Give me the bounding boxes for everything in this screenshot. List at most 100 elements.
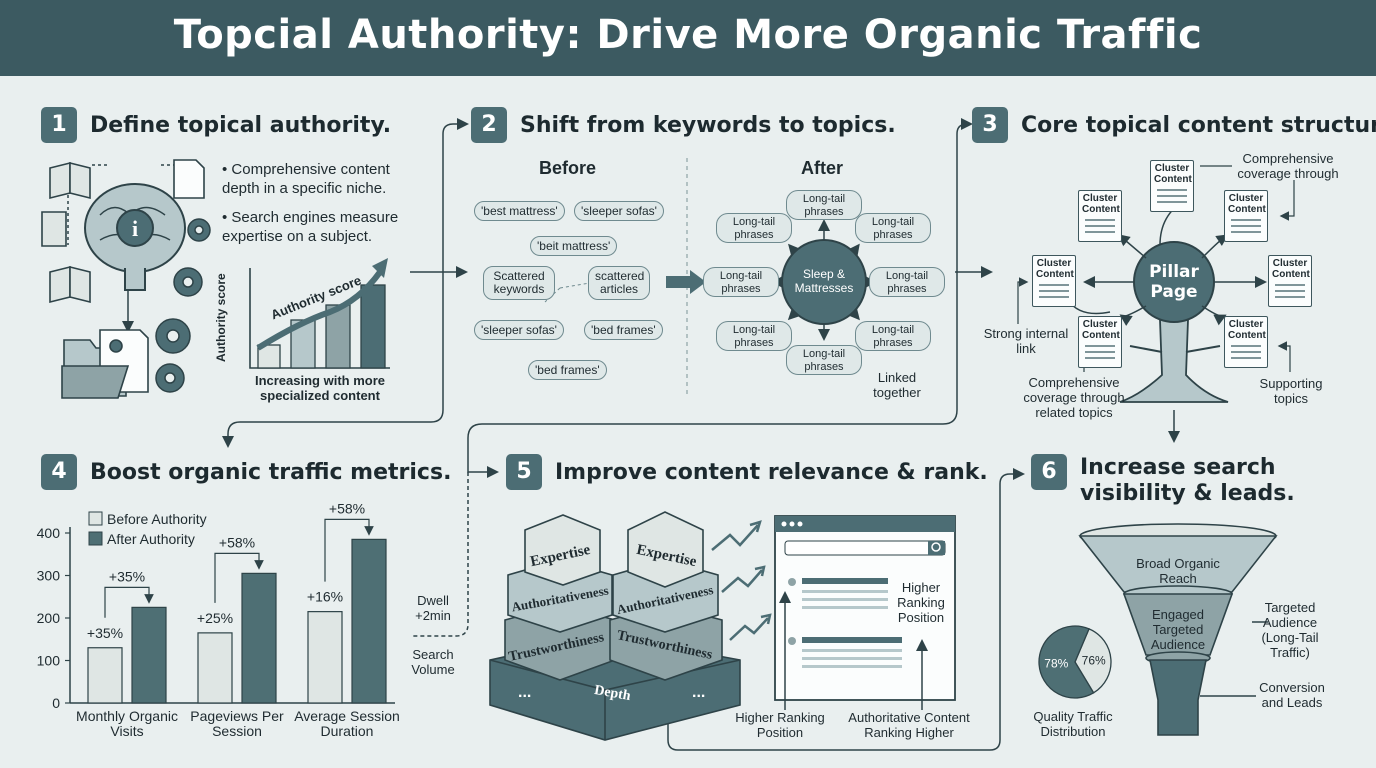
cluster-doc-label: Cluster Content: [1036, 258, 1074, 280]
bullet-1-text: Comprehensive content depth in a specifi…: [222, 161, 390, 197]
ranking-position-label: Higher Ranking Position: [897, 580, 945, 625]
authority-caption: Increasing with more specialized content: [254, 373, 386, 403]
keyword-pill: 'sleeper sofas': [574, 201, 664, 221]
y-tick-label: 0: [52, 695, 60, 711]
keyword-pill: 'bed frames': [528, 360, 607, 380]
internal-link-note: Strong internal link: [983, 326, 1069, 356]
funnel: [1078, 523, 1278, 736]
bar-change-label: +25%: [197, 610, 233, 626]
folder-icon: [61, 329, 149, 399]
pyramid-blocks: [489, 511, 741, 741]
y-tick-label: 400: [37, 525, 61, 541]
scattered-articles-pill: scattered articles: [588, 266, 650, 300]
cluster-doc-label: Cluster Content: [1272, 258, 1310, 280]
bullet-2: • Search engines measure expertise on a …: [222, 209, 399, 245]
x-category-label: Average Session: [294, 708, 400, 724]
linked-label: Linked together: [873, 370, 921, 400]
page-title: Topcial Authority: Drive More Organic Tr…: [173, 12, 1203, 58]
hub-circle: [781, 239, 867, 325]
supporting-topics-note: Supporting topics: [1259, 376, 1323, 406]
step-6-heading: Increase search visibility & leads.: [1080, 455, 1295, 506]
y-tick-label: 100: [37, 653, 61, 669]
hub-label: Sleep & Mattresses: [794, 267, 854, 295]
pillar-page-label: Pillar Page: [1149, 262, 1199, 302]
step-2-heading: Shift from keywords to topics.: [520, 113, 896, 138]
longtail-pill: Long-tail phrases: [855, 213, 931, 243]
block-dots: ...: [518, 684, 532, 701]
keyword-pill: 'best mattress': [474, 201, 565, 221]
change-label: +58%: [219, 534, 255, 550]
authority-chart: [249, 258, 390, 369]
step-3-badge: 3: [972, 107, 1008, 143]
cluster-doc-label: Cluster Content: [1082, 193, 1120, 215]
change-label: +35%: [109, 568, 145, 584]
bar-after: [131, 606, 167, 704]
higher-ranking-caption: Higher Ranking Position: [735, 710, 825, 740]
bar-change-label: +16%: [307, 589, 343, 605]
arrow-right-icon: [666, 270, 706, 294]
step-4-badge: 4: [41, 454, 77, 490]
bar-after: [241, 572, 277, 704]
browser-window: [774, 515, 956, 710]
longtail-pill: Long-tail phrases: [716, 213, 792, 243]
step-1-badge: 1: [41, 107, 77, 143]
bar-before: [307, 611, 343, 704]
legend-label: Before Authority: [107, 511, 207, 527]
longtail-pill: Long-tail phrases: [855, 321, 931, 351]
x-category-label: Monthly Organic: [76, 708, 178, 724]
longtail-pill: Long-tail phrases: [786, 345, 862, 375]
authoritative-content-caption: Authoritative Content Ranking Higher: [848, 710, 970, 740]
block-dots: ...: [692, 684, 706, 701]
keyword-pill: 'bed frames': [584, 320, 663, 340]
step-5-badge: 5: [506, 454, 542, 490]
change-connector: [214, 552, 264, 603]
x-category-label: Pageviews Per: [190, 708, 284, 724]
search-volume-note: Search Volume: [411, 647, 455, 677]
conversion-note: Conversion and Leads: [1259, 680, 1325, 710]
related-topics-note: Comprehensive coverage through related t…: [1023, 375, 1125, 420]
step-1-heading: Define topical authority.: [90, 113, 392, 138]
bar-before: [197, 632, 233, 704]
funnel-middle-label: Engaged Targeted Audience: [1150, 607, 1206, 652]
x-category-label: Session: [212, 723, 262, 739]
pie-label: 76%: [1082, 654, 1106, 668]
step-2-badge: 2: [471, 107, 507, 143]
step-6-badge: 6: [1031, 454, 1067, 490]
pie-slice: [1038, 625, 1095, 699]
scattered-keywords-pill: Scattered keywords: [483, 266, 555, 300]
legend-swatch: [88, 511, 103, 526]
keyword-pill: 'beit mattress': [530, 236, 618, 256]
y-tick-label: 300: [37, 568, 61, 584]
funnel-top-label: Broad Organic Reach: [1136, 556, 1220, 586]
y-tick-label: 200: [37, 610, 61, 626]
after-label: After: [801, 158, 844, 178]
change-connector: [104, 586, 154, 618]
cluster-doc-label: Cluster Content: [1228, 193, 1266, 215]
cluster-doc: Cluster Content: [1224, 316, 1268, 368]
svg-text:i: i: [132, 216, 138, 241]
coverage-note: Comprehensive coverage through: [1237, 151, 1339, 181]
cluster-doc: Cluster Content: [1224, 190, 1268, 242]
trend-arrow-icon: [711, 520, 772, 641]
gear-icon: [155, 218, 211, 393]
brain-icon: i: [84, 183, 186, 291]
x-category-label: Duration: [321, 723, 374, 739]
keyword-pill: 'sleeper sofas': [474, 320, 564, 340]
pie-label: 78%: [1044, 656, 1068, 670]
cluster-doc: Cluster Content: [1078, 316, 1122, 368]
targeted-audience-note: Targeted Audience (Long-Tail Traffic): [1261, 600, 1319, 660]
pie-caption: Quality Traffic Distribution: [1033, 709, 1113, 739]
change-label: +58%: [329, 500, 365, 516]
bullet-1: • Comprehensive content depth in a speci…: [222, 161, 390, 197]
longtail-pill: Long-tail phrases: [703, 267, 779, 297]
cluster-doc-label: Cluster Content: [1228, 319, 1266, 341]
bar-before: [87, 647, 123, 704]
cluster-doc: Cluster Content: [1268, 255, 1312, 307]
document-icon: [173, 159, 205, 199]
bar-after: [351, 538, 387, 704]
title-bar: Topcial Authority: Drive More Organic Tr…: [0, 0, 1376, 76]
step-3-heading: Core topical content structure.: [1021, 113, 1376, 138]
pie-chart-svg: 76% 78%: [1038, 625, 1112, 699]
